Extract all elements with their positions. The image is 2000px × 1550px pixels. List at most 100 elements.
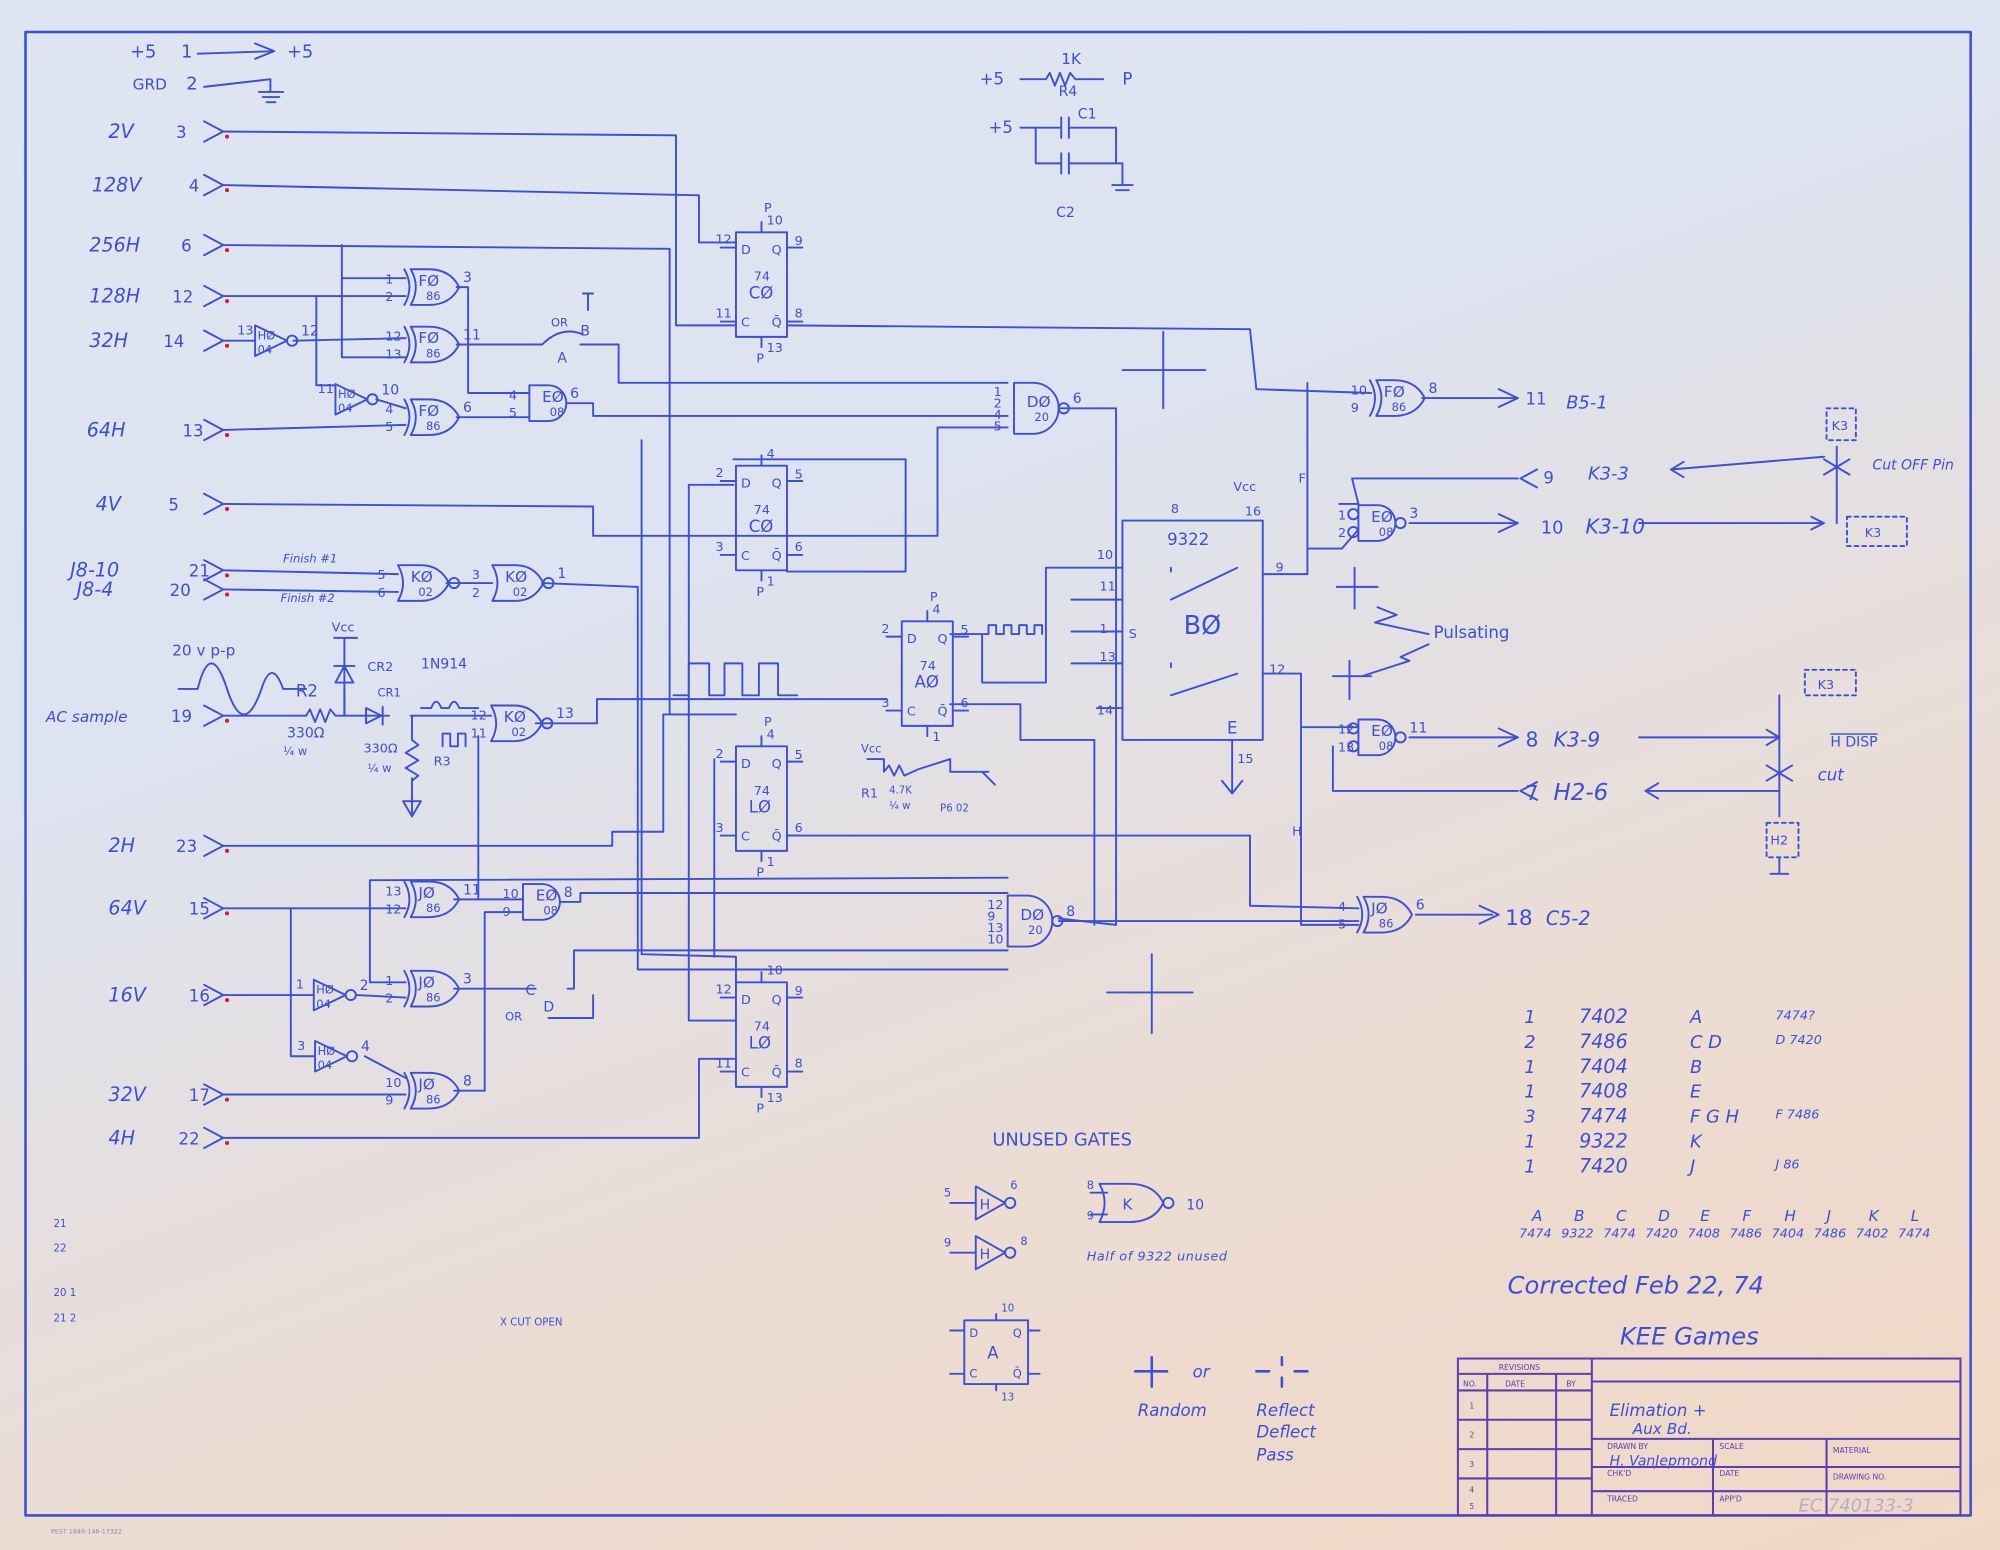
gate-part: 02	[418, 585, 433, 599]
rc-network: 1K +5 R4 P +5 C1 C2	[980, 50, 1134, 221]
relay-k3-icon	[1765, 407, 1908, 859]
unused-title: UNUSED GATES	[992, 1130, 1132, 1151]
sine-wave-icon	[177, 662, 308, 716]
gate-output-pin: 13	[556, 706, 574, 722]
jumper-ab-icon	[541, 292, 595, 346]
r2-value: 330Ω	[287, 725, 325, 741]
appd-label: APP'D	[1719, 1494, 1742, 1503]
input-pin-number: 21	[189, 562, 210, 581]
gate-id: KØ	[504, 708, 526, 726]
gate-output-pin: 2	[360, 978, 369, 994]
gate-input-pin: 4	[994, 408, 1002, 423]
diode-part: 1N914	[421, 656, 467, 672]
c1-label: C1	[1078, 107, 1097, 123]
ff-d-label: D	[741, 476, 751, 491]
letter-map: A7474B9322C7474D7420E7408F7486H7404J7486…	[1519, 1207, 1930, 1242]
r4-value: 1K	[1061, 50, 1082, 68]
parts-refs: E	[1690, 1082, 1702, 1103]
gate-output-pin: 8	[463, 1074, 472, 1090]
ff-c-label: C	[741, 1066, 750, 1081]
output-pin: 10	[1541, 517, 1564, 538]
gate-input-pin: 4	[385, 402, 393, 417]
connector-arrow-icon	[203, 578, 225, 601]
gate-input-pin: 1	[1338, 508, 1346, 523]
gate-input-pin: 13	[237, 323, 253, 338]
ff-pin: 6	[795, 821, 803, 836]
gate-input-pin: 10	[987, 932, 1003, 947]
gate-input-pin: 11	[318, 382, 334, 397]
ff-clear: P	[756, 865, 764, 880]
pin: 9	[1087, 1209, 1094, 1223]
gate-input-pin: 4	[509, 388, 517, 403]
gate-part: 86	[1379, 916, 1394, 930]
gate-input-pin: 2	[1338, 526, 1346, 541]
input-signal-label: 64V	[108, 897, 147, 920]
gate-output-pin: 8	[564, 885, 573, 901]
parts-qty: 1	[1524, 1007, 1535, 1028]
gate-symbol	[334, 383, 369, 416]
check-mark	[224, 343, 230, 348]
h2-label: H2	[1770, 834, 1788, 849]
gate-input-pin: 1	[296, 978, 304, 993]
corrected-date: Corrected Feb 22, 74	[1508, 1271, 1764, 1299]
r1-value: 4.7K	[889, 785, 912, 796]
crosshair-icons	[1106, 330, 1430, 1035]
drawing-title-1: Elimation +	[1610, 1401, 1707, 1420]
letter-part: 7486	[1814, 1226, 1846, 1241]
input-pin-number: 3	[176, 123, 187, 142]
mux-id: BØ	[1184, 611, 1222, 641]
letter: J	[1824, 1207, 1832, 1225]
gate-id: KØ	[411, 568, 433, 586]
ff-pin: 1	[767, 855, 775, 870]
gate-input-pin: 13	[385, 885, 401, 900]
jumper-or-label: OR	[551, 316, 568, 330]
material-label: MATERIAL	[1833, 1446, 1872, 1455]
gate-id: JØ	[417, 973, 435, 991]
pin: 13	[1001, 1393, 1014, 1404]
power-plus5-label: +5	[130, 42, 156, 63]
parts-number: 7420	[1579, 1154, 1628, 1177]
input-pin-number: 6	[181, 236, 192, 255]
p6-label: P6 02	[940, 803, 969, 814]
power-header: +5 1 +5 GRD 2	[130, 42, 313, 104]
gate-id: DØ	[1020, 906, 1044, 924]
gate-input-pin: 3	[472, 568, 480, 583]
gate-output-pin: 1	[557, 566, 566, 582]
jumper-c-label: C	[526, 983, 536, 999]
parts-number: 7404	[1579, 1055, 1628, 1078]
parts-qty: 1	[1524, 1131, 1535, 1152]
parts-refs: C D	[1690, 1032, 1722, 1053]
gate-input-pin: 13	[987, 921, 1003, 936]
gate-input-pin: 2	[385, 290, 393, 305]
gate-symbol	[1013, 381, 1060, 435]
letter: K	[1869, 1207, 1881, 1225]
check-mark	[224, 1140, 230, 1146]
input-signal-label: 2H	[108, 834, 135, 857]
check-mark	[224, 592, 230, 597]
ff-c-label: C	[741, 830, 750, 845]
gate-input-pin: 11	[471, 726, 487, 741]
ff-preset: P	[764, 715, 772, 730]
gate-symbol	[1357, 504, 1397, 542]
gate-symbol	[1368, 379, 1426, 417]
ff-pin: 6	[795, 540, 803, 555]
gate-input-pin: 1	[385, 272, 393, 287]
ff-pin: 8	[795, 307, 803, 322]
gate-symbol	[1356, 895, 1413, 934]
mux-pin: 13	[1099, 650, 1115, 665]
power-pin1: 1	[181, 42, 192, 63]
gate-input-pin: 13	[1338, 740, 1354, 755]
gate-symbol	[522, 883, 561, 921]
cr2-label: CR2	[367, 660, 393, 675]
jumper-h-label: H	[1292, 825, 1302, 840]
gate-input-pin: 1	[385, 974, 393, 989]
